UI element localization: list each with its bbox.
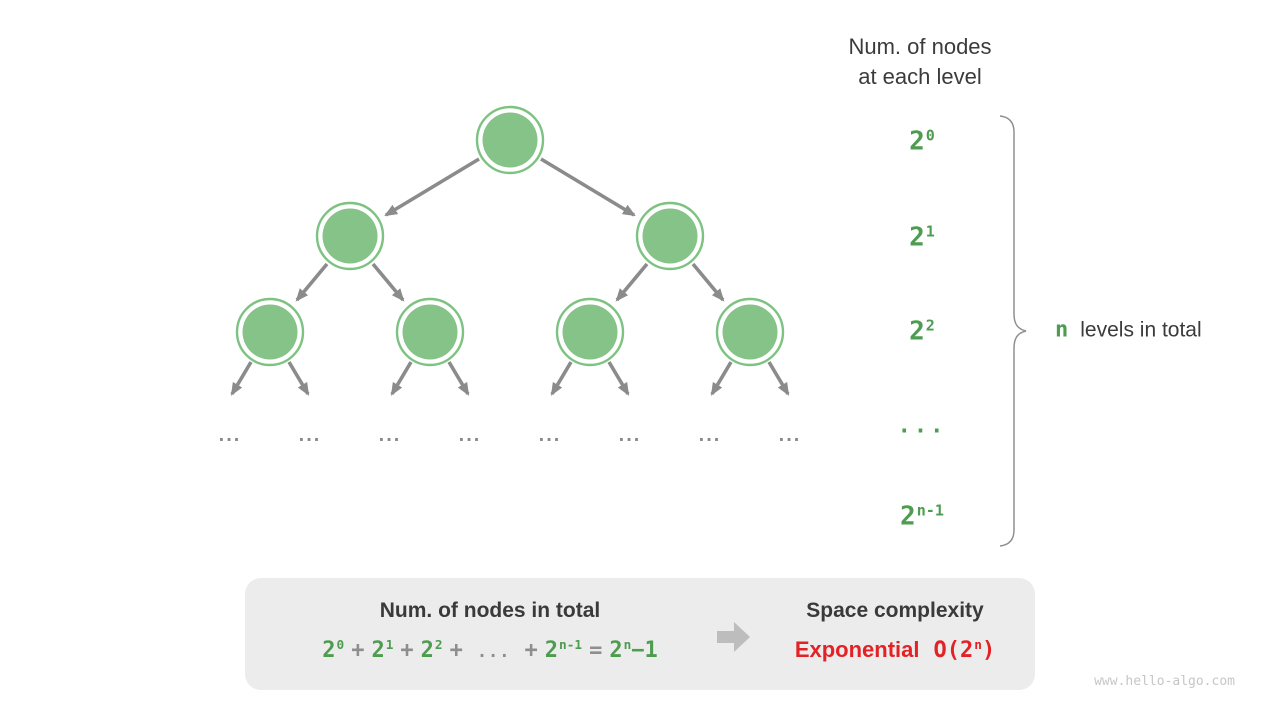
leaf-arrows — [230, 361, 790, 396]
leaf-arrow — [390, 361, 413, 396]
nodes-total-formula: 20+21+22+...+2n-1=2n−1 — [322, 638, 658, 663]
tree-nodes — [235, 105, 785, 367]
tree-edge — [295, 262, 329, 302]
tree-node — [715, 297, 785, 367]
level-count-n: 2n-1 — [900, 501, 944, 532]
tree-edge — [384, 157, 480, 217]
nodes-total-title: Num. of nodes in total — [379, 599, 601, 622]
node-body — [242, 304, 298, 360]
tree-node-root — [475, 105, 545, 175]
leaf-arrow — [710, 361, 733, 396]
leaf-arrow — [447, 361, 470, 396]
node-body — [482, 112, 538, 168]
watermark: www.hello-algo.com — [1094, 674, 1235, 689]
leaf-ellipsis: ... — [299, 424, 322, 446]
level-count-2: 22 — [909, 316, 935, 347]
node-body — [402, 304, 458, 360]
leaf-ellipsis: ... — [779, 424, 802, 446]
implies-arrow-icon — [717, 622, 750, 652]
leaf-ellipsis: ... — [459, 424, 482, 446]
leaf-ellipsis: ... — [539, 424, 562, 446]
leaf-arrow — [550, 361, 573, 396]
level-count-1: 21 — [909, 222, 935, 253]
header-line1: Num. of nodes — [848, 34, 992, 59]
tree-edge — [371, 262, 405, 302]
levels-brace — [999, 115, 1027, 547]
leaf-arrow — [607, 361, 630, 396]
leaf-arrow — [230, 361, 253, 396]
node-body — [722, 304, 778, 360]
tree-node — [315, 201, 385, 271]
level-count-ellipsis: ... — [897, 413, 947, 439]
node-body — [322, 208, 378, 264]
header-line2: at each level — [858, 64, 982, 89]
tree-edges — [295, 157, 725, 302]
arrow-shape — [717, 622, 750, 652]
leaf-ellipsis: ... — [699, 424, 722, 446]
leaf-arrow — [287, 361, 310, 396]
tree-node — [395, 297, 465, 367]
space-complexity-title: Space complexity — [806, 599, 984, 622]
summary-box: Num. of nodes in total 20+21+22+...+2n-1… — [245, 578, 1035, 690]
tree-node — [235, 297, 305, 367]
leaf-ellipsis: ... — [619, 424, 642, 446]
tree-node — [635, 201, 705, 271]
node-body — [562, 304, 618, 360]
tree-node — [555, 297, 625, 367]
node-body — [642, 208, 698, 264]
leaf-ellipsis: ... — [379, 424, 402, 446]
leaf-arrow — [767, 361, 790, 396]
tree-edge — [615, 262, 649, 302]
tree-edge — [691, 262, 725, 302]
leaf-ellipsis: ... — [219, 424, 242, 446]
level-count-0: 20 — [909, 126, 935, 157]
tree-edge — [540, 157, 636, 217]
right-column-header: Num. of nodes at each level — [848, 32, 991, 92]
leaf-ellipsis-row: ... ... ... ... ... ... ... ... — [219, 424, 802, 446]
